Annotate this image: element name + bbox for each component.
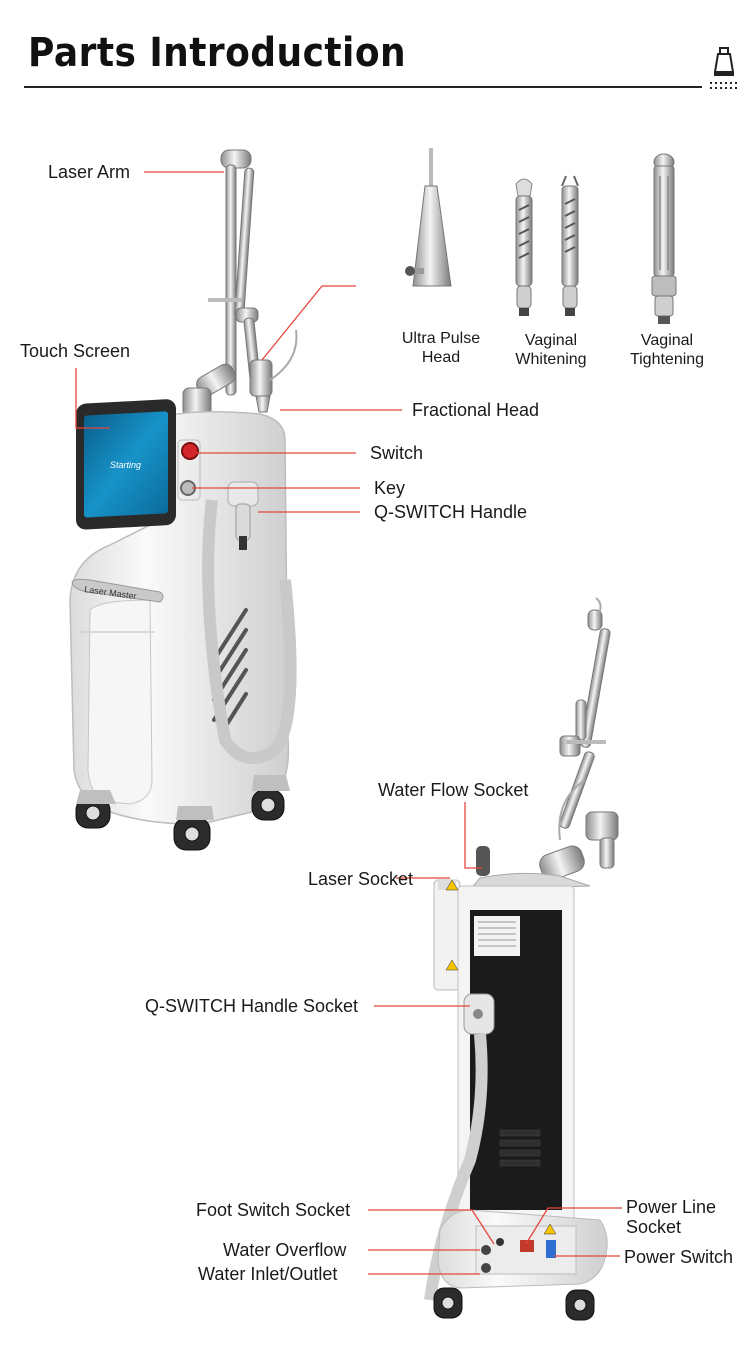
fiber-cable (269, 329, 298, 381)
label-q-switch-handle-socket: Q-SWITCH Handle Socket (145, 996, 359, 1016)
ultra-pulse-head (405, 148, 452, 287)
label-power-switch: Power Switch (624, 1247, 734, 1267)
label-fractional-head: Fractional Head (412, 400, 540, 420)
label-water-inlet-outlet: Water Inlet/Outlet (198, 1264, 338, 1284)
label-laser-socket: Laser Socket (308, 869, 414, 889)
front-machine: Starting Laser Master (69, 149, 298, 851)
power-line-socket-port (520, 1240, 534, 1252)
device-icon (710, 47, 737, 89)
caption-ultra-pulse-head: Ultra Pulse Head (392, 329, 490, 367)
caption-vaginal-whitening: Vaginal Whitening (502, 331, 600, 369)
caption-line: Vaginal (524, 332, 578, 349)
q-switch-holder (227, 481, 259, 507)
vaginal-whitening-head-1 (515, 178, 533, 316)
foot-switch-port (496, 1238, 504, 1246)
label-key: Key (374, 478, 406, 498)
label-water-overflow: Water Overflow (223, 1240, 347, 1260)
caption-vaginal-tightening: Vaginal Tightening (618, 331, 716, 369)
label-power-line-socket-2: Socket (626, 1217, 682, 1237)
label-foot-switch-socket: Foot Switch Socket (196, 1200, 351, 1220)
laser-arm (182, 149, 273, 417)
label-water-flow-socket: Water Flow Socket (378, 780, 529, 800)
back-machine (424, 597, 619, 1321)
power-switch-port (546, 1240, 556, 1258)
water-inlet-outlet-port (481, 1263, 491, 1273)
caption-line: Vaginal (640, 332, 694, 349)
switch-button (181, 442, 199, 460)
leader-lines (75, 171, 622, 1275)
label-q-switch-handle: Q-SWITCH Handle (374, 502, 528, 522)
title-divider (24, 86, 702, 88)
front-wheels (75, 789, 285, 851)
caption-line: Ultra Pulse (401, 330, 481, 347)
caption-line: Head (421, 349, 461, 366)
water-flow-socket-port (476, 846, 490, 876)
handle-cable (202, 499, 297, 764)
touch-screen: Starting (76, 399, 176, 530)
screen-text: Starting (110, 460, 141, 470)
arm-bracket (208, 298, 242, 302)
label-switch: Switch (370, 443, 424, 463)
caption-line: Tightening (629, 351, 705, 368)
vaginal-tightening-head (651, 153, 677, 324)
caption-line: Whitening (515, 351, 587, 368)
water-overflow-port (481, 1245, 491, 1255)
vaginal-whitening-head-2 (561, 175, 579, 316)
label-power-line-socket-1: Power Line (626, 1197, 717, 1217)
label-touch-screen: Touch Screen (20, 341, 131, 361)
page-title: Parts Introduction (28, 30, 407, 76)
q-switch-handle (235, 503, 251, 541)
label-laser-arm: Laser Arm (48, 162, 131, 182)
